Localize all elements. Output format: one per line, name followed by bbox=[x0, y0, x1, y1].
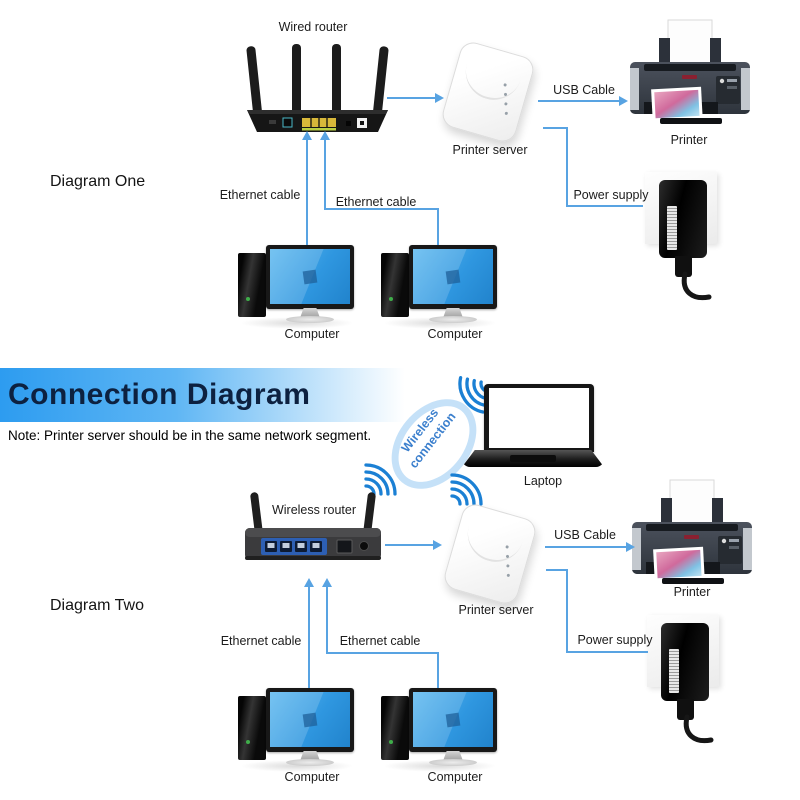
power-cable-line bbox=[566, 127, 568, 207]
router-to-server-arrow bbox=[387, 92, 444, 103]
computer-image bbox=[381, 688, 499, 772]
printer-server-image bbox=[441, 501, 539, 607]
wired-router-label: Wired router bbox=[278, 20, 348, 34]
wifi-signal-icon bbox=[450, 473, 483, 506]
ethernet-cable-label: Ethernet cable bbox=[335, 195, 417, 209]
computer-label: Computer bbox=[284, 770, 340, 784]
diagram-two-title: Diagram Two bbox=[50, 597, 144, 614]
ethernet-cable-line bbox=[304, 578, 314, 688]
computer-label: Computer bbox=[284, 327, 340, 341]
wireless-router-image bbox=[245, 492, 381, 560]
computer-image bbox=[238, 688, 356, 772]
usb-cable-arrow bbox=[545, 541, 635, 552]
diagram-one-title: Diagram One bbox=[50, 173, 146, 190]
power-supply-image bbox=[645, 613, 727, 747]
ethernet-cable-line bbox=[322, 578, 332, 654]
note-text: Note: Printer server should be in the sa… bbox=[8, 428, 372, 443]
usb-cable-label: USB Cable bbox=[554, 528, 616, 542]
computer-image bbox=[381, 245, 499, 329]
printer-image bbox=[630, 19, 750, 125]
power-supply-label: Power supply bbox=[577, 633, 653, 647]
router-to-server-arrow bbox=[385, 539, 442, 550]
power-supply-image bbox=[643, 170, 725, 304]
ethernet-cable-label: Ethernet cable bbox=[220, 634, 302, 648]
laptop-image bbox=[462, 384, 604, 474]
ethernet-cable-line bbox=[437, 652, 439, 688]
printer-label: Printer bbox=[673, 585, 711, 599]
power-cable-line bbox=[566, 569, 568, 653]
power-cable-line bbox=[546, 569, 568, 571]
usb-cable-arrow bbox=[538, 95, 628, 106]
usb-cable-label: USB Cable bbox=[553, 83, 615, 97]
printer-image bbox=[632, 479, 752, 585]
computer-label: Computer bbox=[427, 327, 483, 341]
ethernet-cable-line bbox=[326, 652, 439, 654]
ethernet-cable-line bbox=[302, 131, 312, 245]
ethernet-cable-line bbox=[320, 131, 330, 210]
ethernet-cable-label: Ethernet cable bbox=[339, 634, 421, 648]
wired-router-image bbox=[246, 44, 389, 132]
power-cable-line bbox=[543, 127, 568, 129]
section-banner: Connection Diagram bbox=[0, 368, 440, 422]
ethernet-cable-line bbox=[437, 208, 439, 245]
printer-server-image bbox=[439, 39, 537, 145]
power-cable-line bbox=[566, 205, 643, 207]
power-cable-line bbox=[566, 651, 648, 653]
printer-server-label: Printer server bbox=[458, 603, 534, 617]
laptop-label: Laptop bbox=[523, 474, 563, 488]
ethernet-cable-line bbox=[324, 208, 439, 210]
ethernet-cable-label: Ethernet cable bbox=[219, 188, 301, 202]
printer-label: Printer bbox=[670, 133, 708, 147]
section-title: Connection Diagram bbox=[8, 378, 311, 411]
computer-label: Computer bbox=[427, 770, 483, 784]
printer-server-label: Printer server bbox=[452, 143, 528, 157]
wireless-router-label: Wireless router bbox=[271, 503, 357, 517]
power-supply-label: Power supply bbox=[573, 188, 649, 202]
computer-image bbox=[238, 245, 356, 329]
